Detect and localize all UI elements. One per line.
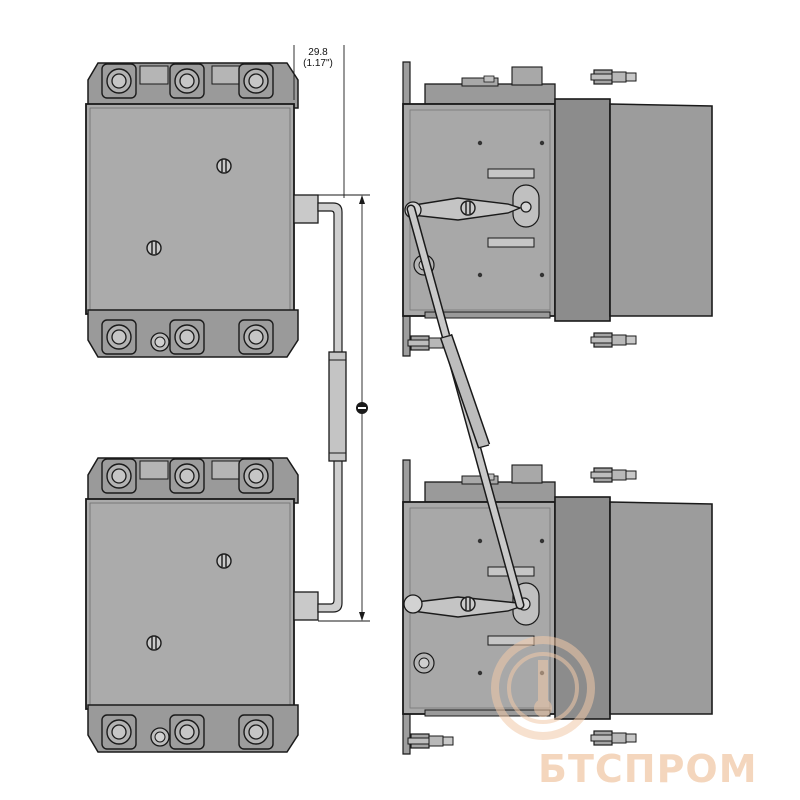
front-view-bottom-unit (86, 458, 298, 752)
dimension-marker-icon (356, 402, 368, 414)
side-view-bottom-unit (403, 460, 712, 754)
dimension-lines (293, 45, 370, 622)
dimension-arrows (359, 195, 365, 621)
watermark-logo-icon (491, 636, 595, 740)
watermark-text: БТСПРОМ (538, 747, 758, 791)
dimension-value-in: (1.17") (303, 58, 333, 69)
connecting-shaft-front (293, 194, 347, 621)
dimension-value-mm: 29.8 (308, 47, 328, 58)
side-view-top-unit (403, 62, 712, 356)
connecting-rod-side (406, 204, 525, 610)
front-view-top-unit (86, 63, 298, 357)
